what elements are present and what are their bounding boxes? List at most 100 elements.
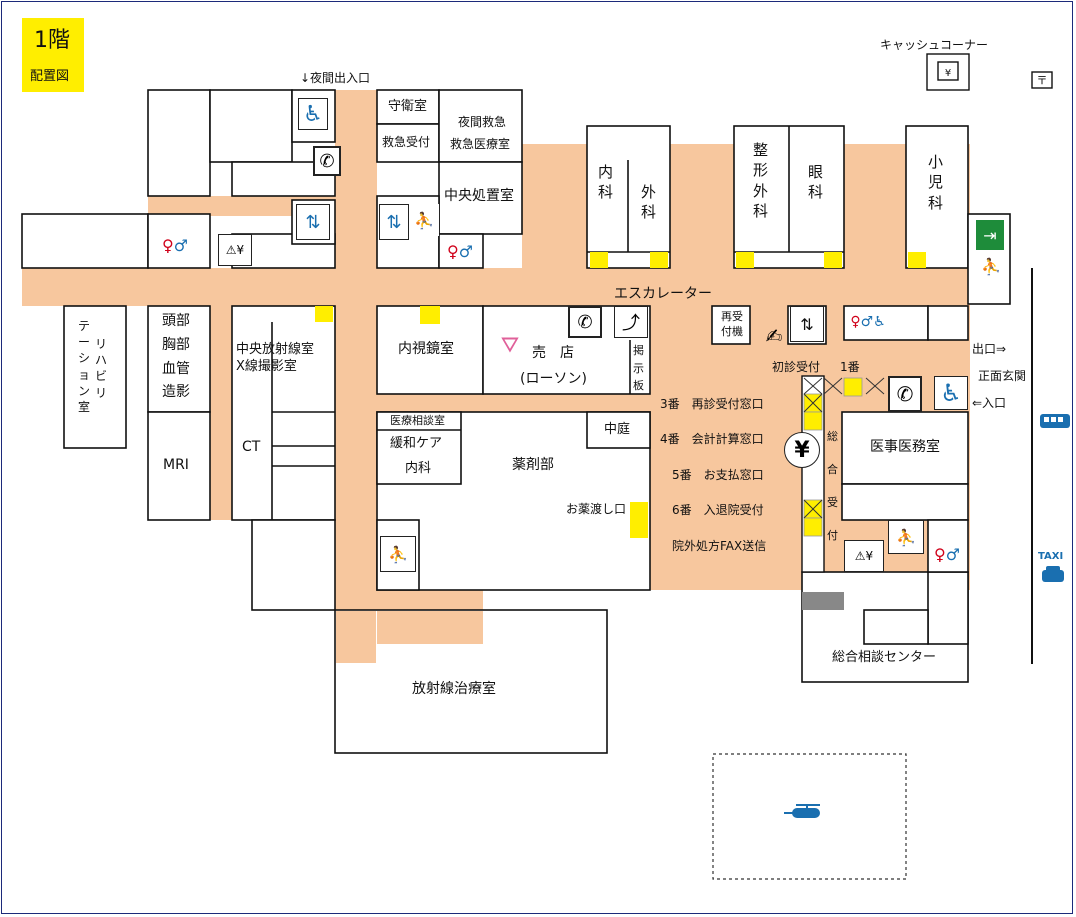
first-visit-label: 初診受付 <box>772 360 821 374</box>
radiology-block <box>231 305 336 521</box>
pharmacy-label: 薬剤部 <box>512 457 554 473</box>
courtyard <box>586 411 651 449</box>
restroom-left <box>147 213 211 269</box>
central-treatment-label: 中央処置室 <box>444 188 514 204</box>
svg-text:¥: ¥ <box>945 68 951 79</box>
counter-5-label: 5番 お支払窓口 <box>672 468 764 482</box>
ophthalmology-label: 眼科 <box>808 163 824 202</box>
night-er-room <box>438 89 523 163</box>
medical-office-label: 医事医務室 <box>870 439 940 455</box>
taxi-label: TAXI <box>1038 551 1064 562</box>
atm-icon <box>926 53 970 91</box>
bus-icon <box>1040 414 1070 428</box>
escalator-icon: ⤴ <box>614 306 648 338</box>
taxi-icon <box>1042 566 1064 582</box>
helipad-area <box>712 753 907 880</box>
stairs-exit-icon: ⛹ <box>981 256 1001 276</box>
restroom-lower-right-icon: ♀♂ <box>933 544 961 564</box>
restroom-center <box>438 233 484 269</box>
room-left-lower <box>251 519 336 611</box>
pediatrics-room <box>905 125 969 269</box>
internal-medicine-label: 内科 <box>598 163 614 202</box>
shop-name-label: (ローソン) <box>520 371 587 387</box>
gray-block <box>802 592 844 610</box>
room-far-left <box>21 213 149 269</box>
pickup-label: お薬渡し口 <box>566 502 627 516</box>
pediatrics-label: 小児科 <box>928 153 944 212</box>
orthopedics-label: 整形外科 <box>753 141 769 220</box>
rehab-label: リハビリ <box>95 337 108 400</box>
xray-label: X線撮影室 <box>236 359 297 374</box>
room-left-upper2 <box>209 89 293 163</box>
counter-1-label: 1番 <box>840 360 860 374</box>
endoscopy-label: 内視鏡室 <box>398 341 454 357</box>
room-right-small <box>927 305 969 341</box>
stairs-right-icon: ⛹ <box>888 520 924 554</box>
counter-4-label: 4番 会計計算窓口 <box>660 432 764 446</box>
postbox-icon <box>1031 71 1053 89</box>
fax-label: 院外処方FAX送信 <box>672 539 767 553</box>
er-reception-label: 救急受付 <box>382 135 431 149</box>
smoking-right-icon: ⚠¥ <box>844 540 884 572</box>
escalator-label: エスカレーター <box>614 286 712 302</box>
palliative-label: 緩和ケア <box>390 436 443 451</box>
exit-label: 出口⇒ <box>972 342 1007 356</box>
ct-label: CT <box>242 439 261 455</box>
guard-room-label: 守衛室 <box>388 99 428 114</box>
phone-icon: ✆ <box>313 146 341 176</box>
entrance-label: ⇐入口 <box>972 396 1007 410</box>
central-treatment-room <box>438 161 523 235</box>
night-er-label: 夜間救急 <box>458 115 507 129</box>
courtyard-label: 中庭 <box>604 422 631 437</box>
night-entrance-label: ↓夜間出入口 <box>300 71 371 85</box>
mri-room <box>147 411 211 521</box>
reception-desk-icon: ✍ <box>765 324 783 348</box>
restroom-right-icon: ♀♂♿ <box>850 314 886 330</box>
room-right-mid <box>841 483 969 521</box>
wheelchair-icon: ♿ <box>298 98 328 130</box>
rehab-label-2: テーション室 <box>78 319 91 414</box>
phone-right-icon: ✆ <box>888 376 922 412</box>
central-radiology-label: 中央放射線室 <box>236 342 315 357</box>
shop-label: 売 店 <box>532 345 574 361</box>
floor-label: 1階 <box>34 28 70 53</box>
wheelchair-right-icon: ♿ <box>934 376 968 410</box>
restroom-lower-right <box>927 519 969 573</box>
stairs-lower-icon: ⛹ <box>380 536 416 572</box>
yen-payment-icon: ¥ <box>784 432 820 468</box>
er-room-label: 救急医療室 <box>450 137 511 151</box>
general-reception-label: 総合受付 <box>827 430 838 542</box>
re-reception-machine <box>711 305 751 345</box>
emergency-exit-icon: ⇥ <box>976 220 1004 250</box>
consult-center-label: 総合相談センター <box>832 650 937 665</box>
restroom-center-icon: ♀♂ <box>446 241 474 261</box>
surgery-label: 外科 <box>641 183 657 222</box>
room-consult-inner <box>863 609 929 645</box>
radiotherapy-label: 放射線治療室 <box>412 681 496 697</box>
cash-corner-label: キャッシュコーナー <box>880 38 989 52</box>
palliative-room <box>376 411 462 485</box>
smoking-area-icon: ⚠¥ <box>218 234 252 266</box>
er-reception <box>376 123 440 163</box>
shopping-bag-icon: ⛛ <box>500 332 520 358</box>
elevator-center-icon: ⇅ <box>379 204 409 240</box>
medical-consult-label: 医療相談室 <box>390 414 445 427</box>
counter-3-label: 3番 再診受付窓口 <box>660 397 764 411</box>
phone-shop-icon: ✆ <box>568 306 602 338</box>
restroom-right <box>843 305 929 341</box>
medical-office <box>841 411 969 485</box>
palliative-label-2: 内科 <box>405 461 432 476</box>
elevator-right-icon: ⇅ <box>790 306 824 342</box>
bulletin-board-label: 掲示板 <box>633 344 644 393</box>
room-consult-side <box>927 571 969 645</box>
mri-label: MRI <box>163 457 189 473</box>
floor-sublabel: 配置図 <box>30 69 70 84</box>
elevator-icon: ⇅ <box>296 204 330 240</box>
restroom-icon: ♀♂ <box>161 235 189 255</box>
angiography-room <box>147 305 211 413</box>
counter-6-label: 6番 入退院受付 <box>672 503 764 517</box>
svg-text:〒: 〒 <box>1037 74 1048 87</box>
angiography-label: 頭部胸部血管造影 <box>162 313 190 401</box>
